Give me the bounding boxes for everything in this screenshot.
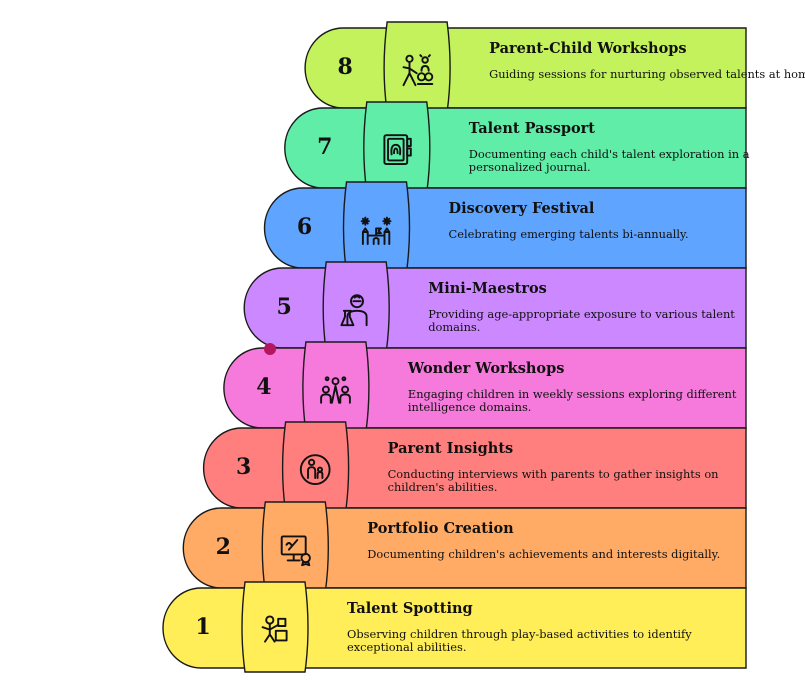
step-band (162, 587, 747, 669)
step-number: 1 (195, 614, 211, 640)
child-play-icon (261, 615, 288, 643)
step-number: 7 (317, 134, 333, 160)
step-number: 3 (235, 454, 252, 480)
step-number: 5 (276, 294, 292, 320)
parent-child-workshop-icon (402, 54, 434, 87)
step-title: Talent Passport (468, 120, 595, 137)
step-connector (383, 21, 451, 113)
step-description: Engaging children in weekly sessions exp… (407, 387, 737, 414)
scientist-child-icon (340, 294, 368, 327)
step-description: Conducting interviews with parents to ga… (387, 467, 719, 494)
step-description: Documenting children's achievements and … (367, 547, 721, 561)
digital-portfolio-icon (280, 535, 311, 567)
festival-castle-icon (360, 216, 392, 245)
children-group-icon (320, 376, 351, 404)
step-description: Documenting each child's talent explorat… (468, 147, 750, 174)
step-title: Portfolio Creation (367, 520, 514, 537)
step-description: Celebrating emerging talents bi-annually… (448, 227, 689, 241)
accent-dot (264, 343, 276, 355)
step-number: 2 (215, 534, 231, 560)
step-7 (284, 101, 747, 193)
step-5 (243, 261, 747, 353)
step-1 (162, 581, 747, 673)
step-title: Mini-Maestros (428, 280, 547, 297)
step-number: 6 (296, 214, 313, 240)
step-connector (261, 501, 329, 593)
step-8 (304, 21, 747, 113)
passport-journal-icon (383, 134, 412, 165)
step-number: 4 (256, 374, 272, 400)
step-description: Guiding sessions for nurturing observed … (489, 67, 805, 81)
step-4 (223, 341, 747, 433)
step-title: Discovery Festival (448, 200, 595, 217)
step-title: Talent Spotting (347, 600, 473, 617)
step-number: 8 (337, 54, 353, 80)
step-title: Parent-Child Workshops (489, 40, 687, 57)
step-connector (342, 181, 411, 273)
step-6 (263, 181, 747, 273)
step-description: Observing children through play-based ac… (347, 627, 692, 654)
step-2 (182, 501, 747, 593)
step-connector (363, 101, 431, 193)
parent-child-icon (299, 454, 331, 485)
step-title: Wonder Workshops (407, 360, 565, 377)
step-connector (281, 421, 350, 513)
step-title: Parent Insights (387, 440, 514, 457)
step-description: Providing age-appropriate exposure to va… (428, 307, 735, 334)
step-3 (202, 421, 747, 513)
